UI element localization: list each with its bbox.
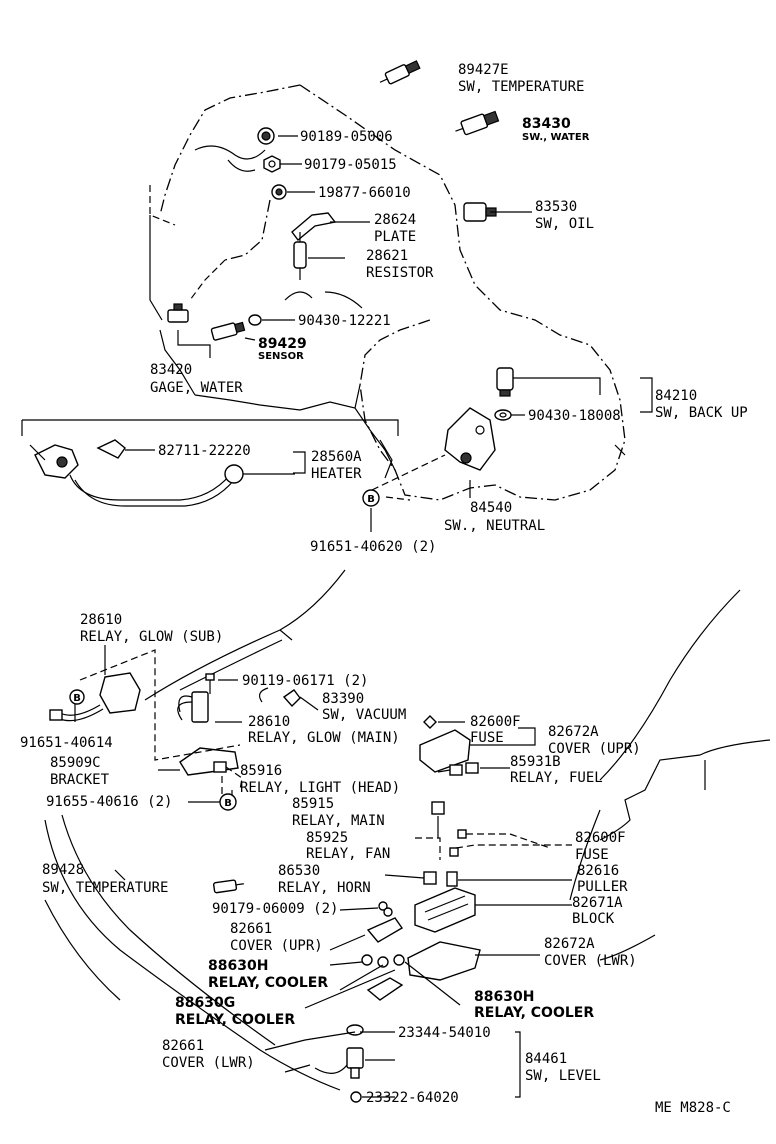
- part-number: 90119-06171 (2): [242, 673, 368, 689]
- part-number: 28621: [366, 248, 408, 264]
- part-name: SW, TEMPERATURE: [458, 79, 584, 95]
- part-number: 90179-06009 (2): [212, 901, 338, 917]
- part-number: 91655-40616 (2): [46, 794, 172, 810]
- part-number: 89427E: [458, 62, 509, 78]
- part-number: 82661: [230, 921, 272, 937]
- part-number: 82600F: [470, 714, 521, 730]
- part-number: 84461: [525, 1051, 567, 1067]
- part-name: RELAY, COOLER: [208, 975, 328, 991]
- svg-text:B: B: [224, 798, 232, 809]
- part-number: 83420: [150, 362, 192, 378]
- part-name: FUSE: [470, 730, 504, 746]
- part-number: 85915: [292, 796, 334, 812]
- part-name: SW, LEVEL: [525, 1068, 601, 1084]
- part-number: 90189-05006: [300, 129, 393, 145]
- part-name: RELAY, HORN: [278, 880, 371, 896]
- part-number: 19877-66010: [318, 185, 411, 201]
- part-name: FUSE: [575, 847, 609, 863]
- part-number: 89428: [42, 862, 84, 878]
- part-name: PULLER: [577, 879, 628, 895]
- part-name: RELAY, FUEL: [510, 770, 603, 786]
- top-leader-lines: [21, 135, 653, 532]
- svg-text:B: B: [367, 494, 375, 505]
- part-number: 82616: [577, 863, 619, 879]
- part-number: 28610: [248, 714, 290, 730]
- body-outline: [44, 569, 771, 1091]
- part-number: 86530: [278, 863, 320, 879]
- part-number: 89429: [258, 336, 307, 352]
- part-number: 90179-05015: [304, 157, 397, 173]
- part-name: RELAY, MAIN: [292, 813, 385, 829]
- part-name: HEATER: [311, 466, 362, 482]
- part-number: 23322-64020: [366, 1090, 459, 1106]
- part-name: RELAY, GLOW (MAIN): [248, 730, 400, 746]
- part-name: SW, VACUUM: [322, 707, 406, 723]
- part-name: BRACKET: [50, 772, 110, 788]
- bottom-leader-lines: [74, 645, 572, 1098]
- part-number: 82711-22220: [158, 443, 251, 459]
- svg-text:B: B: [73, 693, 81, 704]
- part-number: 84210: [655, 388, 697, 404]
- part-number: 88630H: [208, 958, 268, 974]
- part-number: 28610: [80, 612, 122, 628]
- part-name: COVER (LWR): [544, 953, 637, 969]
- part-name: SENSOR: [258, 351, 304, 362]
- part-name: SW, TEMPERATURE: [42, 880, 168, 896]
- part-number: 83390: [322, 691, 364, 707]
- part-number: 28624: [374, 212, 416, 228]
- part-number: 28560A: [311, 449, 362, 465]
- part-name: SW., WATER: [522, 132, 590, 143]
- part-name: RELAY, FAN: [306, 846, 390, 862]
- part-name: SW., NEUTRAL: [444, 518, 545, 534]
- part-number: 23344-54010: [398, 1025, 491, 1041]
- heater-assembly-sketch: [29, 439, 244, 507]
- part-number: 83430: [522, 116, 571, 132]
- part-name: SW, OIL: [535, 216, 594, 232]
- part-name: RELAY, LIGHT (HEAD): [240, 780, 400, 796]
- part-name: RELAY, COOLER: [175, 1012, 295, 1028]
- bottom-part-sketches: [49, 672, 481, 1103]
- part-number: 91651-40614: [20, 735, 113, 751]
- part-number: 88630H: [474, 989, 534, 1005]
- part-number: 85925: [306, 830, 348, 846]
- part-number: 82672A: [548, 724, 599, 740]
- engine-outline: [149, 84, 626, 501]
- ref-marker-2: B: [69, 689, 85, 705]
- part-name: SW, BACK UP: [655, 405, 748, 421]
- part-number: 82671A: [572, 895, 623, 911]
- part-name: RELAY, GLOW (SUB): [80, 629, 223, 645]
- part-name: COVER (UPR): [548, 741, 641, 757]
- part-labels: 89427E SW, TEMPERATURE 83430 SW., WATER …: [20, 62, 748, 1116]
- part-number: 91651-40620 (2): [310, 539, 436, 555]
- top-part-sketches: [29, 60, 514, 507]
- diagram-code: ME M828-C: [655, 1100, 731, 1116]
- part-number: 85931B: [510, 754, 561, 770]
- part-name: COVER (LWR): [162, 1055, 255, 1071]
- part-number: 82672A: [544, 936, 595, 952]
- part-number: 85916: [240, 763, 282, 779]
- part-number: 90430-12221: [298, 313, 391, 329]
- part-name: COVER (UPR): [230, 938, 323, 954]
- part-name: RESISTOR: [366, 265, 434, 281]
- part-name: BLOCK: [572, 911, 615, 927]
- part-name: RELAY, COOLER: [474, 1005, 594, 1021]
- part-name: PLATE: [374, 229, 416, 245]
- ref-marker-1: B: [362, 489, 380, 507]
- part-number: 83530: [535, 199, 577, 215]
- part-number: 90430-18008: [528, 408, 621, 424]
- part-number: 84540: [470, 500, 512, 516]
- part-number: 88630G: [175, 995, 235, 1011]
- part-number: 82600F: [575, 830, 626, 846]
- part-number: 85909C: [50, 755, 101, 771]
- ref-marker-3: B: [219, 793, 237, 811]
- part-number: 82661: [162, 1038, 204, 1054]
- part-name: GAGE, WATER: [150, 380, 243, 396]
